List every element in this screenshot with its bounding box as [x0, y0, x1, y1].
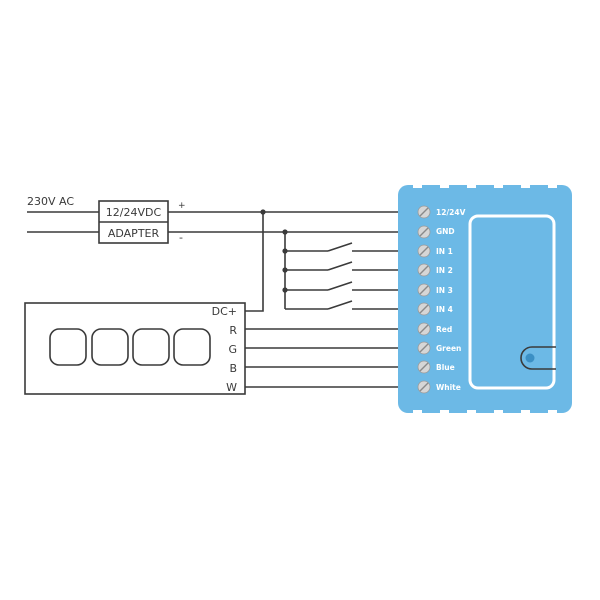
controller-notches	[413, 183, 557, 415]
rgbw-controller: 12/24V GND IN 1 IN 2 IN 3 IN 4 Red Green…	[398, 183, 572, 415]
terminal-gnd: GND	[436, 227, 455, 236]
led-segment-2	[91, 328, 129, 366]
terminal-screw-slot	[419, 362, 429, 372]
terminal-screw-slot	[419, 285, 429, 295]
terminal-in1: IN 1	[436, 247, 453, 256]
sw1-lever	[327, 242, 353, 252]
terminal-in3: IN 3	[436, 286, 453, 295]
switch-in4	[284, 290, 408, 310]
terminal-screw-slot	[419, 343, 429, 353]
notch-9	[467, 410, 476, 415]
strip-terminal-w: W	[226, 381, 237, 394]
strip-terminal-g: G	[228, 343, 237, 356]
terminal-screw-slot	[419, 324, 429, 334]
led-segment-1	[49, 328, 87, 366]
terminal-red: Red	[436, 325, 452, 334]
notch-1	[413, 183, 422, 188]
terminal-white: White	[436, 383, 461, 392]
terminal-screw-slot	[419, 207, 429, 217]
terminal-in2: IN 2	[436, 266, 453, 275]
terminal-screw-slot	[419, 265, 429, 275]
terminal-blue: Blue	[436, 363, 455, 372]
led-strip: DC+ R G B W	[24, 302, 246, 395]
notch-11	[521, 410, 530, 415]
led-segment-3	[132, 328, 170, 366]
controller-antenna	[520, 346, 556, 370]
terminal-screw-slot	[419, 246, 429, 256]
notch-7	[413, 410, 422, 415]
terminal-green: Green	[436, 344, 461, 353]
notch-2	[440, 183, 449, 188]
terminal-12-24v: 12/24V	[436, 208, 466, 217]
notch-6	[548, 183, 557, 188]
notch-4	[494, 183, 503, 188]
sw4-lever	[327, 300, 353, 310]
notch-12	[548, 410, 557, 415]
controller-button-icon	[525, 353, 535, 363]
strip-terminal-dc: DC+	[212, 305, 237, 318]
adapter-plus-label: +	[178, 201, 186, 211]
supply-label: 230V AC	[27, 195, 74, 208]
sw3-lever	[327, 281, 353, 291]
adapter-minus-label: -	[179, 231, 183, 244]
notch-10	[494, 410, 503, 415]
switch-in1	[282, 242, 408, 254]
adapter-voltage-label: 12/24VDC	[106, 206, 162, 219]
terminal-in4: IN 4	[436, 305, 453, 314]
terminal-screw-slot	[419, 304, 429, 314]
notch-5	[521, 183, 530, 188]
controller-body	[398, 185, 572, 413]
terminal-screw-slot	[419, 382, 429, 392]
terminal-screws	[417, 205, 431, 394]
notch-8	[440, 410, 449, 415]
sw2-lever	[327, 261, 353, 271]
switch-in3	[282, 281, 408, 293]
switch-in2	[282, 261, 408, 273]
notch-3	[467, 183, 476, 188]
power-adapter: 12/24VDC ADAPTER + -	[98, 200, 186, 244]
controller-inner-panel	[468, 214, 556, 390]
wire-dc-plus	[245, 212, 264, 312]
led-segment-4	[173, 328, 211, 366]
strip-terminal-b: B	[229, 362, 237, 375]
strip-terminal-r: R	[229, 324, 237, 337]
adapter-name-label: ADAPTER	[108, 227, 160, 240]
terminal-screw-slot	[419, 227, 429, 237]
